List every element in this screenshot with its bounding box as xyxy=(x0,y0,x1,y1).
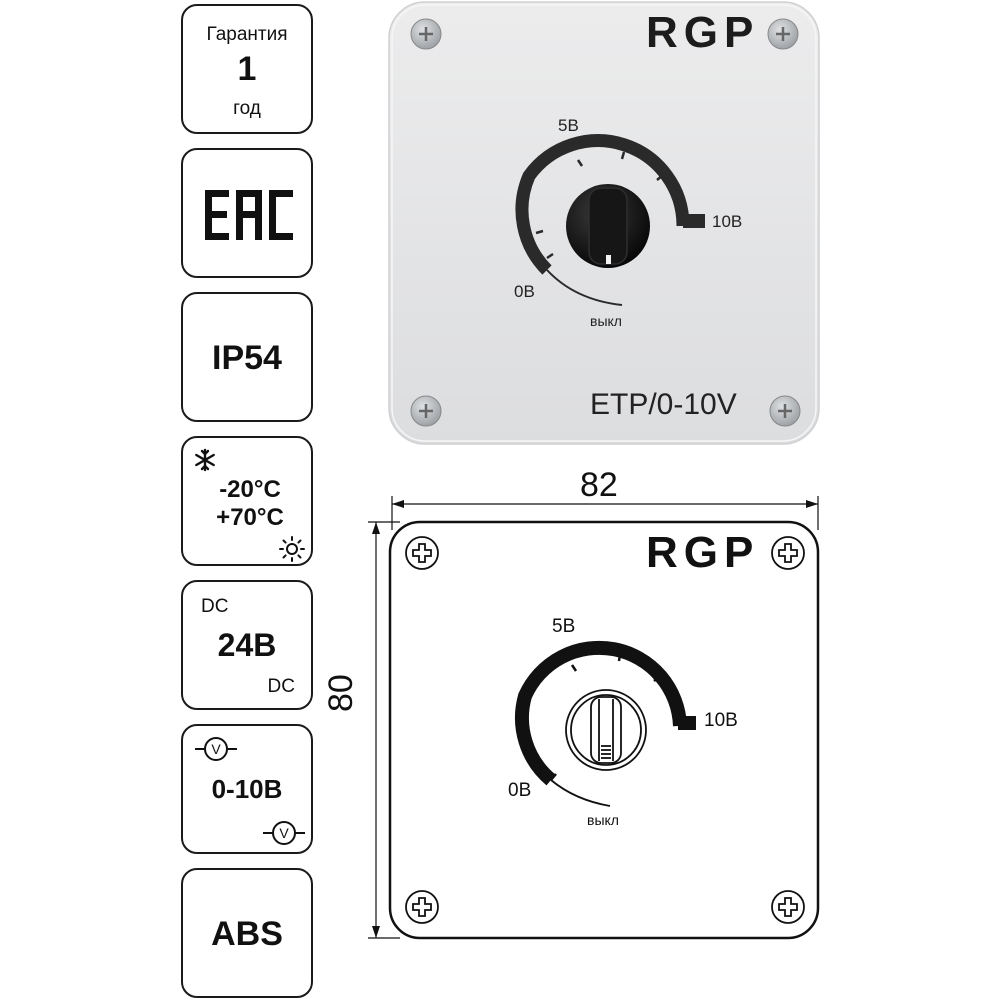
drawing-screw-bl xyxy=(405,890,439,924)
drawing-scale-end xyxy=(678,716,696,730)
warranty-label: Гарантия xyxy=(206,24,288,45)
signal-value: 0-10В xyxy=(211,774,283,804)
power-value: 24В xyxy=(217,627,277,663)
device-photo xyxy=(388,1,820,445)
drawing-scale-ticks xyxy=(523,653,661,781)
drawing-screw-tr xyxy=(771,536,805,570)
drawing-outline xyxy=(388,520,820,940)
dimension-height: 80 xyxy=(322,674,360,712)
photo-knob xyxy=(566,184,650,268)
material-badge: ABS xyxy=(181,868,313,998)
eac-badge xyxy=(181,148,313,278)
photo-scale-tail xyxy=(546,269,623,306)
drawing-scale-arc xyxy=(514,640,687,786)
photo-screw-bl xyxy=(410,395,442,427)
temp-max: +70°C xyxy=(216,504,284,531)
power-bottom-label: DC xyxy=(267,676,295,697)
drawing-knob xyxy=(565,689,647,771)
drawing-screw-tl xyxy=(405,536,439,570)
drawing-scale-min: 0В xyxy=(508,780,532,801)
photo-screw-br xyxy=(769,395,801,427)
drawing-off-label: выкл xyxy=(587,812,619,828)
power-badge: DC 24В DC xyxy=(181,580,313,710)
ip-value: IP54 xyxy=(212,339,282,377)
photo-scale-min: 0В xyxy=(514,282,535,301)
ip-badge: IP54 xyxy=(181,292,313,422)
power-top-label: DC xyxy=(201,596,229,617)
svg-text:V: V xyxy=(279,825,289,841)
photo-scale-arc xyxy=(515,134,690,275)
drawing-scale-mid: 5В xyxy=(552,616,576,637)
warranty-unit: год xyxy=(233,98,261,119)
photo-off-label: выкл xyxy=(590,313,622,329)
voltmeter-icon: V xyxy=(195,737,237,761)
warranty-badge: Гарантия 1 год xyxy=(181,4,313,134)
photo-screw-tl xyxy=(410,18,442,50)
photo-scale-mid: 5В xyxy=(558,116,579,135)
drawing-brand-logo: RGP xyxy=(646,528,760,577)
dimension-width: 82 xyxy=(580,466,618,504)
snowflake-icon xyxy=(195,448,215,472)
warranty-value: 1 xyxy=(237,50,257,88)
photo-scale-end xyxy=(683,214,705,228)
signal-badge: V 0-10В V xyxy=(181,724,313,854)
photo-screw-tr xyxy=(767,18,799,50)
drawing-screw-br xyxy=(771,890,805,924)
photo-model-label: ETP/0-10V xyxy=(590,388,737,421)
temperature-badge: -20°C +70°C xyxy=(181,436,313,566)
sun-icon xyxy=(279,536,305,562)
eac-logo xyxy=(205,190,293,240)
photo-brand-logo: RGP xyxy=(646,8,760,57)
photo-scale-ticks xyxy=(535,151,664,260)
temp-min: -20°C xyxy=(219,476,281,503)
drawing-scale-tail xyxy=(550,779,611,807)
material-value: ABS xyxy=(211,915,283,953)
svg-text:V: V xyxy=(211,741,221,757)
drawing-scale-max: 10В xyxy=(704,710,738,731)
photo-scale-max: 10В xyxy=(712,212,743,231)
voltmeter-icon: V xyxy=(263,821,305,845)
